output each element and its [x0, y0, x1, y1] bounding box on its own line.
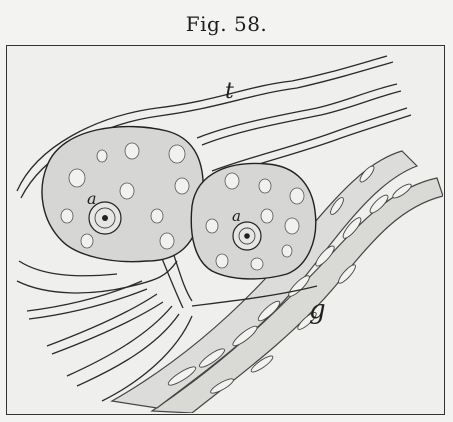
label-g: g	[309, 295, 326, 325]
label-a-right: a	[232, 207, 241, 225]
histology-illustration: t a a g	[7, 46, 443, 413]
figure-plate: t a a g	[6, 45, 445, 415]
label-a-left: a	[87, 189, 97, 208]
label-t: t	[225, 79, 234, 104]
nucleus-right	[233, 222, 261, 250]
figure-title: Fig. 58.	[0, 12, 453, 36]
